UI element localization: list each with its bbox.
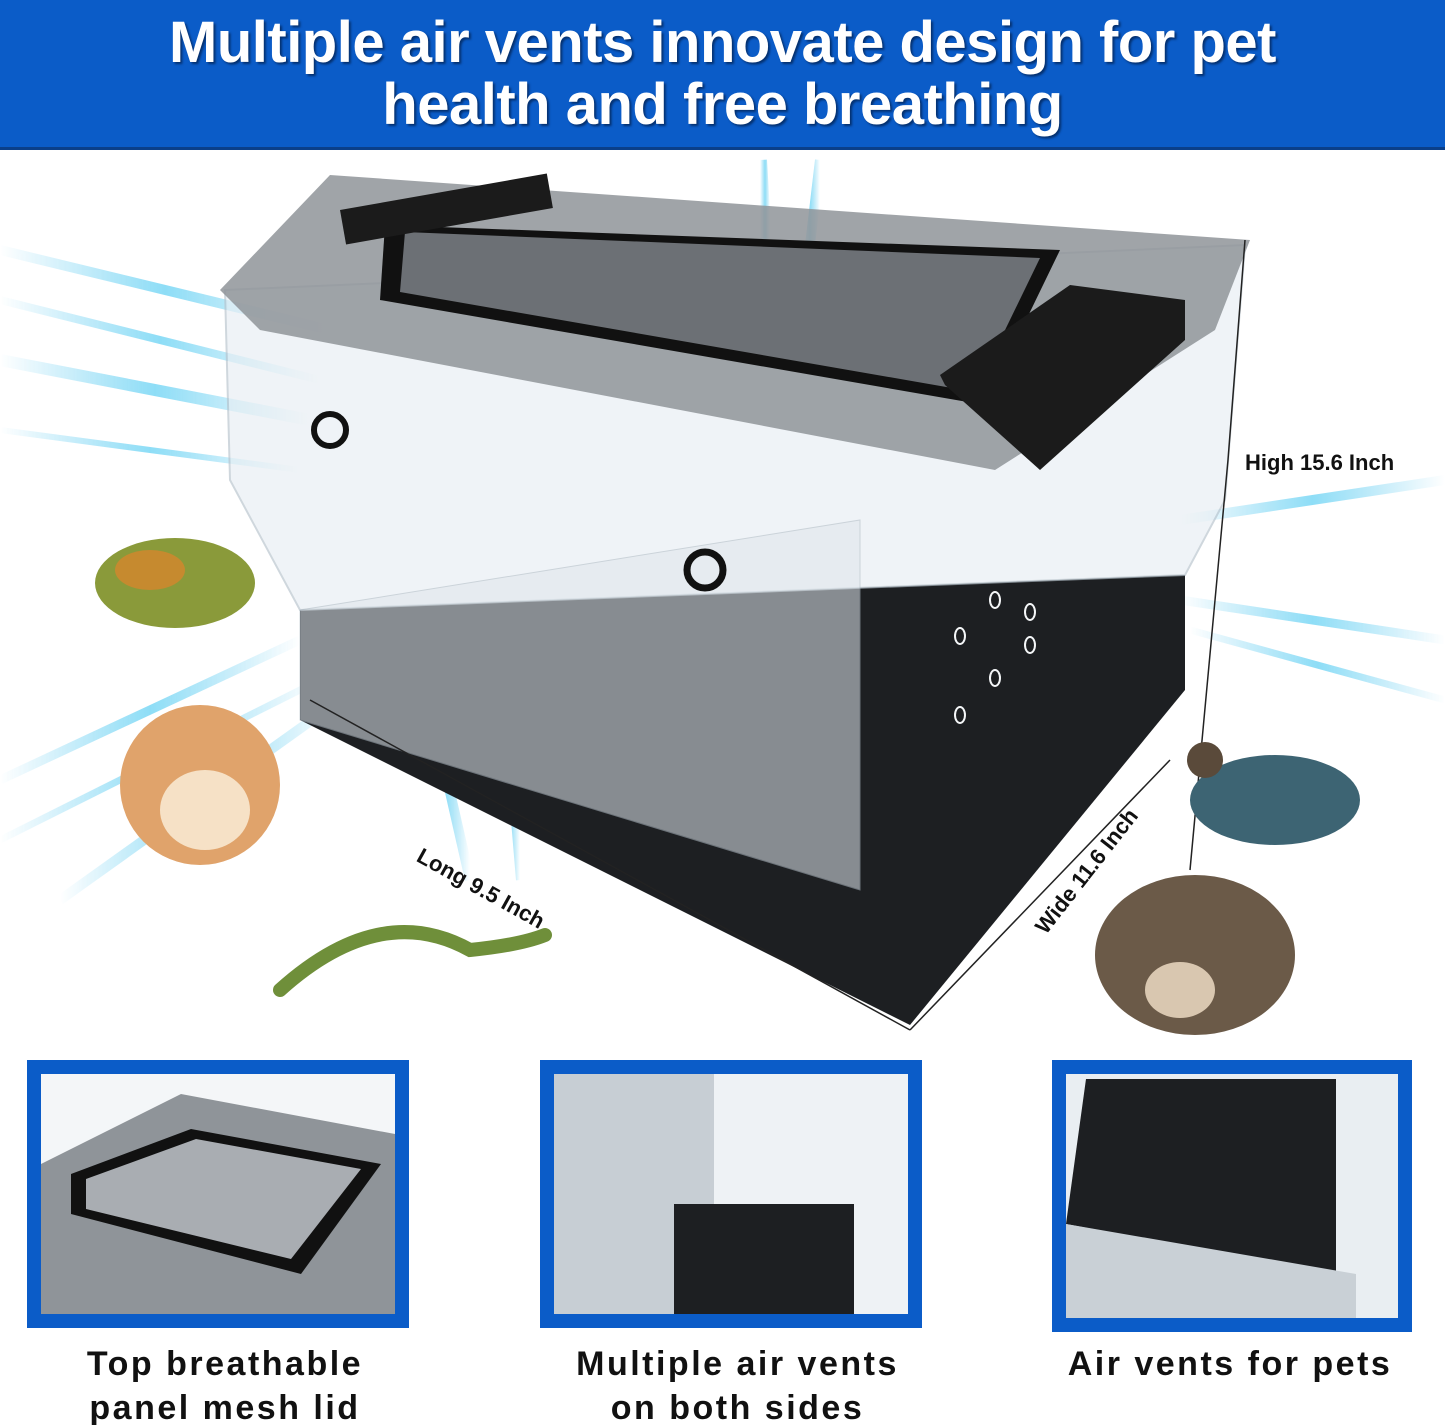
banner-title-line-2: health and free breathing bbox=[382, 71, 1063, 137]
feature-caption-air-vents: Air vents for pets bbox=[1067, 1345, 1393, 1383]
feature-thumb-side-vents bbox=[540, 1060, 922, 1328]
feature-thumb-mesh-lid bbox=[27, 1060, 409, 1328]
dimension-lines bbox=[309, 239, 1246, 1031]
height-dimension-label: High 15.6 Inch bbox=[1245, 450, 1395, 475]
pet-lizard bbox=[273, 925, 552, 997]
pet-hedgehog bbox=[1095, 875, 1295, 1035]
pet-hamster bbox=[120, 705, 280, 865]
feature-thumb-interior bbox=[1052, 1060, 1412, 1332]
pet-frog bbox=[95, 538, 255, 628]
feature-caption-side-vents: Multiple air vents on both sides bbox=[576, 1345, 899, 1425]
title-banner: Multiple air vents innovate design for p… bbox=[0, 0, 1445, 150]
product-hero-image: High 15.6 Inch Long 9.5 Inch Wide 11.6 I… bbox=[0, 153, 1445, 1040]
pet-quail bbox=[1187, 742, 1360, 845]
terrarium-illustration bbox=[0, 159, 1445, 1035]
feature-caption-mesh-lid: Top breathable panel mesh lid bbox=[86, 1345, 364, 1425]
banner-title-line-1: Multiple air vents innovate design for p… bbox=[169, 9, 1276, 75]
